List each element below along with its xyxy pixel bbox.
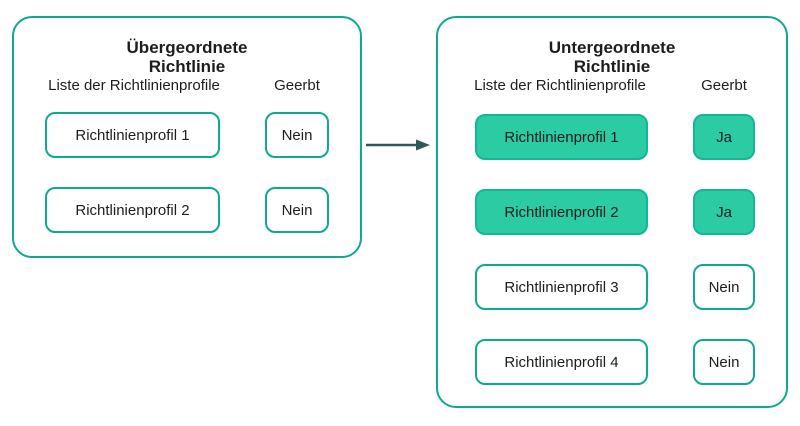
policy-profile-box: Richtlinienprofil 1: [45, 112, 220, 158]
policy-profile-row: Richtlinienprofil 2 Ja: [438, 189, 786, 235]
inherited-badge: Nein: [693, 264, 755, 310]
child-title-line1: Untergeordnete: [548, 38, 676, 57]
child-inherited-header: Geerbt: [701, 77, 747, 94]
child-panel-title: Untergeordnete Richtlinie: [438, 38, 786, 76]
child-list-header: Liste der Richtlinienprofile: [474, 77, 646, 94]
parent-list-header: Liste der Richtlinienprofile: [48, 77, 220, 94]
policy-profile-box: Richtlinienprofil 3: [475, 264, 648, 310]
inherited-badge: Nein: [265, 187, 329, 233]
child-policy-panel: Untergeordnete Richtlinie Liste der Rich…: [436, 16, 788, 408]
inherited-badge: Ja: [693, 114, 755, 160]
policy-profile-row: Richtlinienprofil 2 Nein: [14, 187, 360, 233]
child-title-line2: Richtlinie: [573, 57, 651, 76]
inherited-badge: Nein: [693, 339, 755, 385]
parent-policy-panel: Übergeordnete Richtlinie Liste der Richt…: [12, 16, 362, 258]
inherited-badge: Nein: [265, 112, 329, 158]
policy-profile-box: Richtlinienprofil 1: [475, 114, 648, 160]
policy-profile-row: Richtlinienprofil 3 Nein: [438, 264, 786, 310]
parent-title-line1: Übergeordnete: [126, 38, 248, 57]
inherited-badge: Ja: [693, 189, 755, 235]
policy-profile-row: Richtlinienprofil 1 Nein: [14, 112, 360, 158]
parent-title-line2: Richtlinie: [148, 57, 226, 76]
policy-profile-row: Richtlinienprofil 1 Ja: [438, 114, 786, 160]
policy-profile-row: Richtlinienprofil 4 Nein: [438, 339, 786, 385]
parent-panel-title: Übergeordnete Richtlinie: [14, 38, 360, 76]
policy-profile-box: Richtlinienprofil 2: [475, 189, 648, 235]
policy-profile-box: Richtlinienprofil 4: [475, 339, 648, 385]
parent-inherited-header: Geerbt: [274, 77, 320, 94]
policy-profile-box: Richtlinienprofil 2: [45, 187, 220, 233]
arrow-right-icon: [366, 139, 430, 151]
